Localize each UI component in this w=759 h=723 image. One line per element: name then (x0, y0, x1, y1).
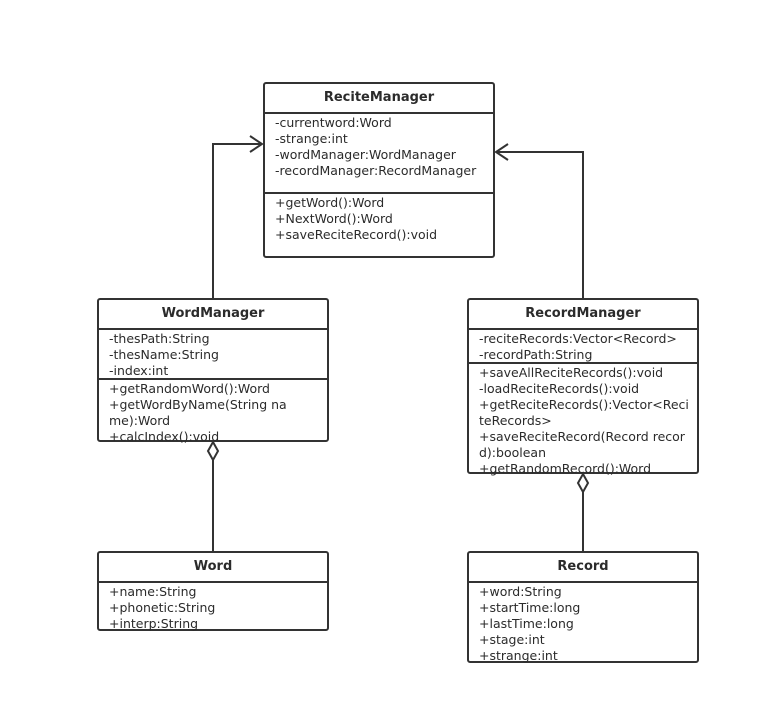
method: +getWord():Word (275, 195, 385, 210)
class-wordmanager[interactable]: WordManager -thesPath:String -thesName:S… (97, 298, 329, 445)
attribute: -reciteRecords:Vector<Record> (479, 331, 677, 346)
attribute: -thesPath:String (109, 331, 210, 346)
arrowhead-wordmanager-recitemanager (249, 135, 264, 153)
attribute: -wordManager:WordManager (275, 147, 456, 162)
attribute: +strange:int (479, 648, 558, 663)
attribute: -index:int (109, 363, 169, 378)
method: +getWordByName(String name):Word (109, 397, 287, 428)
attribute: +word:String (479, 584, 562, 599)
attributes-section: +word:String +startTime:long +lastTime:l… (469, 583, 697, 664)
method: +getRandomWord():Word (109, 381, 270, 396)
class-recitemanager[interactable]: ReciteManager -currentword:Word -strange… (263, 82, 495, 258)
attribute: -thesName:String (109, 347, 219, 362)
methods-section: +getWord():Word +NextWord():Word +saveRe… (265, 194, 493, 243)
class-title: Record (469, 553, 697, 583)
attribute: +name:String (109, 584, 197, 599)
methods-section: +getRandomWord():Word +getWordByName(Str… (99, 380, 327, 445)
association-wordmanager-recitemanager (212, 143, 262, 299)
method: +getReciteRecords():Vector<ReciteRecords… (479, 397, 689, 428)
class-word[interactable]: Word +name:String +phonetic:String +inte… (97, 551, 329, 631)
method: +saveReciteRecord():void (275, 227, 438, 242)
class-title: Word (99, 553, 327, 583)
class-recordmanager[interactable]: RecordManager -reciteRecords:Vector<Reco… (467, 298, 699, 477)
class-title: WordManager (99, 300, 327, 330)
class-title: RecordManager (469, 300, 697, 330)
attribute: +startTime:long (479, 600, 581, 615)
class-record[interactable]: Record +word:String +startTime:long +las… (467, 551, 699, 663)
attributes-section: -currentword:Word -strange:int -wordMana… (265, 114, 493, 194)
attribute: +lastTime:long (479, 616, 574, 631)
attribute: -strange:int (275, 131, 348, 146)
attributes-section: +name:String +phonetic:String +interp:St… (99, 583, 327, 632)
method: +getRandomRecord():Word (479, 461, 652, 476)
method: +saveAllReciteRecords():void (479, 365, 664, 380)
class-title: ReciteManager (265, 84, 493, 114)
attribute: -currentword:Word (275, 115, 392, 130)
attribute: +stage:int (479, 632, 545, 647)
method: +saveReciteRecord(Record record):boolean (479, 429, 685, 460)
attribute: +interp:String (109, 616, 199, 631)
diamond-word-wordmanager (206, 439, 220, 463)
attribute: -recordPath:String (479, 347, 593, 362)
methods-section: +saveAllReciteRecords():void -loadRecite… (469, 364, 697, 477)
method: +calcIndex():void (109, 429, 220, 444)
method: +NextWord():Word (275, 211, 393, 226)
association-recordmanager-recitemanager (496, 151, 584, 299)
arrowhead-recordmanager-recitemanager (494, 143, 509, 161)
attributes-section: -reciteRecords:Vector<Record> -recordPat… (469, 330, 697, 364)
attribute: -recordManager:RecordManager (275, 163, 477, 178)
method: -loadReciteRecords():void (479, 381, 640, 396)
diamond-record-recordmanager (576, 471, 590, 495)
attributes-section: -thesPath:String -thesName:String -index… (99, 330, 327, 380)
attribute: +phonetic:String (109, 600, 216, 615)
